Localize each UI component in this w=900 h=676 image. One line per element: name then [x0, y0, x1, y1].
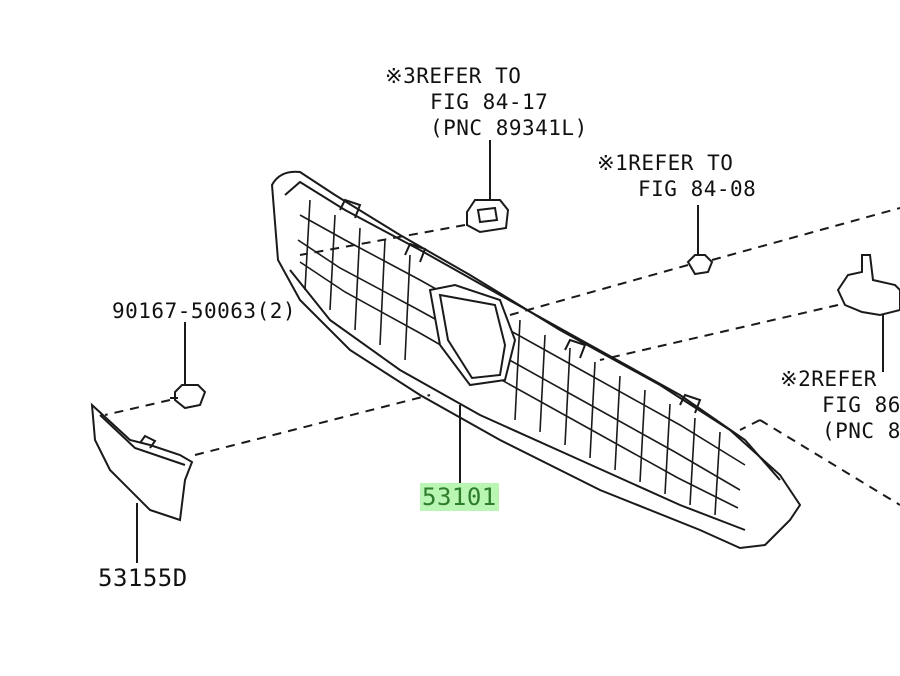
grille-part-number[interactable]: 53101 — [420, 483, 499, 511]
radiator-grille — [270, 170, 802, 550]
ref1-label-line2: FIG 84-08 — [638, 177, 757, 201]
bolt-part-number: 90167-50063(2) — [112, 299, 297, 323]
ref2-label-line2: FIG 86 — [822, 393, 900, 417]
ref1-label-line1: ※1REFER TO — [597, 151, 734, 175]
ref2-label-line1: ※2REFER — [780, 367, 877, 391]
ref3-label-line2: FIG 84-17 — [430, 90, 549, 114]
ref3-label-line1: ※3REFER TO — [385, 64, 522, 88]
grille-lower-cover — [90, 402, 194, 522]
cover-part-number: 53155D — [98, 564, 188, 592]
ref3-label-line3: (PNC 89341L) — [430, 116, 588, 140]
ref2-label-line3: (PNC 8 — [822, 419, 900, 443]
grille-part-number-text[interactable]: 53101 — [420, 483, 499, 511]
